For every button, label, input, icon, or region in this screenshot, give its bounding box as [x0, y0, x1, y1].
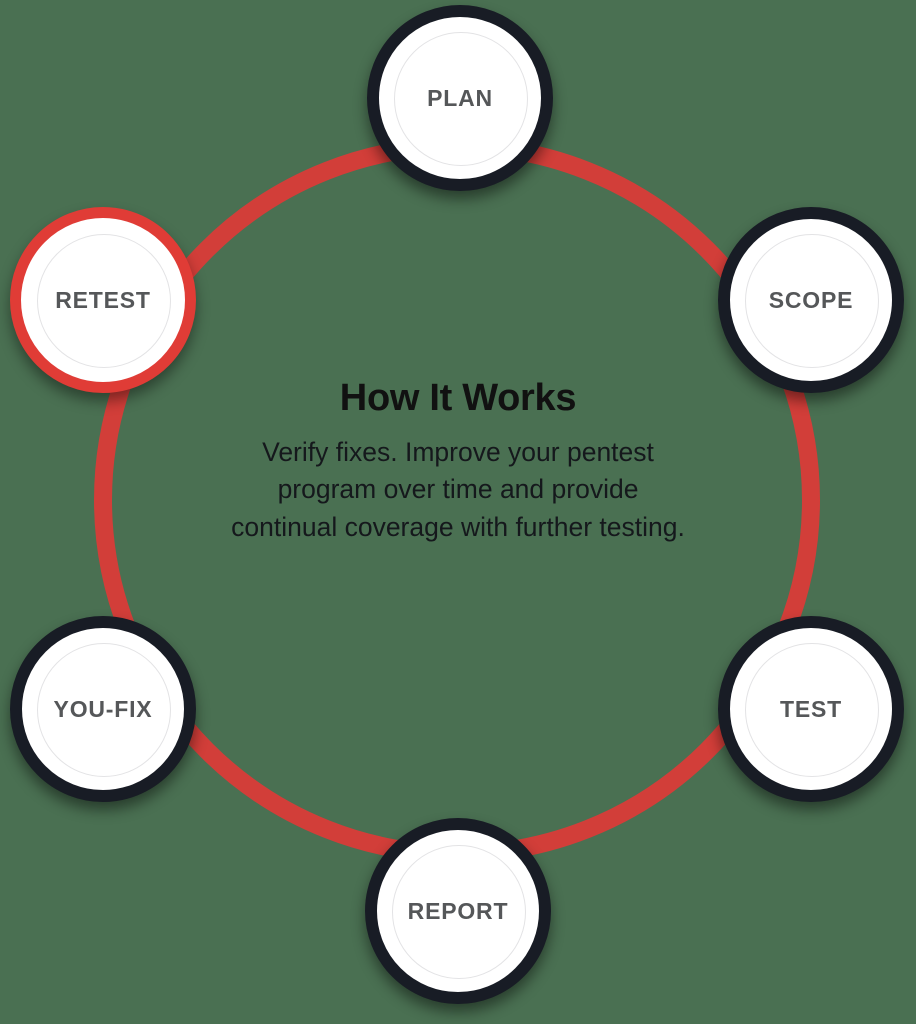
cycle-step-you-fix-label: YOU-FIX [53, 695, 153, 722]
cycle-step-report-label: REPORT [407, 897, 509, 924]
cycle-step-report[interactable]: REPORT [365, 818, 551, 1004]
cycle-step-plan-label: PLAN [427, 84, 493, 111]
cycle-ring-circle [94, 137, 820, 863]
cycle-step-test[interactable]: TEST [718, 616, 904, 802]
cycle-step-scope-label: SCOPE [768, 286, 854, 313]
cycle-step-you-fix[interactable]: YOU-FIX [10, 616, 196, 802]
cycle-step-scope[interactable]: SCOPE [718, 207, 904, 393]
cycle-step-plan[interactable]: PLAN [367, 5, 553, 191]
cycle-step-retest-label: RETEST [55, 286, 151, 313]
cycle-step-retest[interactable]: RETEST [10, 207, 196, 393]
cycle-step-test-label: TEST [780, 695, 842, 722]
